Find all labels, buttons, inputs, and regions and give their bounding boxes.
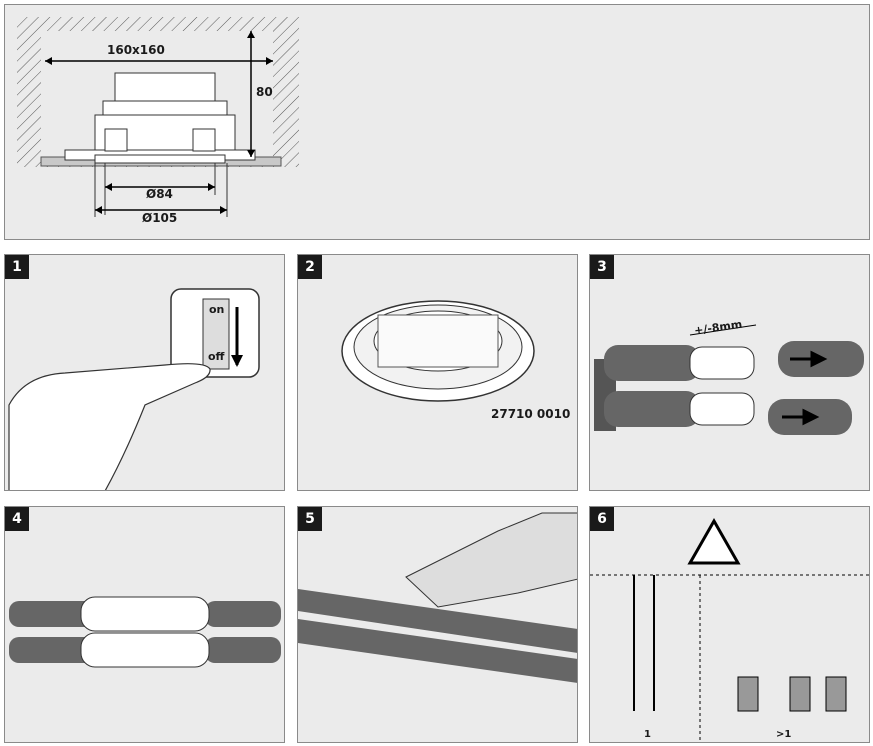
step-number: 6	[590, 507, 614, 531]
step-number: 1	[5, 255, 29, 279]
step-5-panel: 5	[297, 506, 578, 743]
inner-diameter-label: Ø84	[146, 187, 173, 201]
dimension-panel: 160x160 80 Ø84 Ø105	[4, 4, 870, 240]
height-label: 80	[256, 85, 273, 99]
part-number: 27710 0010	[491, 407, 571, 421]
switch-off-drawing	[8, 288, 260, 490]
outer-diameter-label: Ø105	[142, 211, 178, 225]
step-2-panel: 2 27710 0010	[297, 254, 578, 491]
switch-on-label: on	[209, 303, 225, 316]
step-1-panel: 1 on off	[4, 254, 285, 491]
multiple-light-label: >1	[776, 729, 792, 740]
step-3-panel: 3 +/-8mm	[589, 254, 870, 491]
dimension-drawing	[17, 17, 299, 217]
step-number: 5	[298, 507, 322, 531]
step-number: 2	[298, 255, 322, 279]
connector-insert-drawing	[9, 596, 281, 668]
step-6-panel: 6 1 >1	[589, 506, 870, 743]
single-light-label: 1	[644, 729, 651, 740]
strip-wire-drawing	[594, 324, 864, 435]
crimp-tool-drawing	[298, 512, 577, 683]
width-label: 160x160	[107, 43, 165, 57]
switch-off-label: off	[208, 350, 225, 363]
fixture-ring-drawing	[341, 300, 535, 402]
step-4-panel: 4	[4, 506, 285, 743]
step-number: 3	[590, 255, 614, 279]
wiring-diagram	[590, 517, 869, 742]
step-number: 4	[5, 507, 29, 531]
